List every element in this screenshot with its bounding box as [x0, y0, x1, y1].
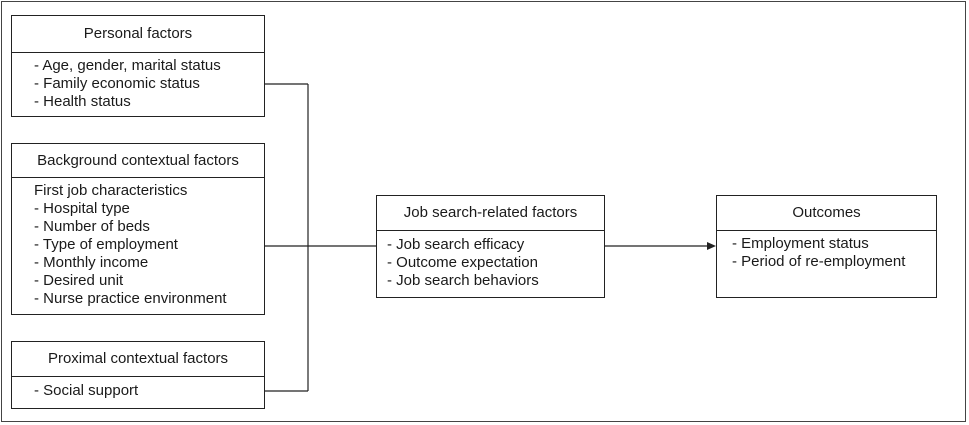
list-item: - Social support [34, 382, 139, 399]
arrow-head-icon [707, 242, 716, 250]
background-factors-box: Background contextual factors First job … [11, 143, 265, 315]
list-item: - Period of re-employment [732, 253, 906, 270]
background-factors-title: Background contextual factors [12, 144, 264, 178]
personal-factors-title: Personal factors [12, 16, 264, 53]
list-item: - Number of beds [34, 218, 150, 235]
list-item: - Monthly income [34, 254, 149, 271]
background-factors-list: First job characteristics - Hospital typ… [12, 178, 264, 308]
outcomes-title: Outcomes [717, 196, 936, 231]
list-item: - Family economic status [34, 75, 200, 92]
outcomes-list: - Employment status - Period of re-emplo… [717, 231, 936, 271]
personal-factors-box: Personal factors - Age, gender, marital … [11, 15, 265, 117]
list-item: First job characteristics [34, 182, 188, 199]
list-item: - Hospital type [34, 200, 130, 217]
list-item: - Health status [34, 93, 131, 110]
proximal-factors-list: - Social support [12, 377, 264, 400]
outcomes-box: Outcomes - Employment status - Period of… [716, 195, 937, 298]
list-item: - Nurse practice environment [34, 290, 227, 307]
list-item: - Desired unit [34, 272, 124, 289]
job-search-factors-list: - Job search efficacy - Outcome expectat… [377, 231, 604, 290]
job-search-factors-box: Job search-related factors - Job search … [376, 195, 605, 298]
list-item: - Job search behaviors [387, 272, 539, 289]
list-item: - Outcome expectation [387, 254, 538, 271]
list-item: - Type of employment [34, 236, 178, 253]
list-item: - Employment status [732, 235, 869, 252]
proximal-factors-title: Proximal contextual factors [12, 342, 264, 377]
job-search-factors-title: Job search-related factors [377, 196, 604, 231]
personal-factors-list: - Age, gender, marital status - Family e… [12, 53, 264, 111]
proximal-factors-box: Proximal contextual factors - Social sup… [11, 341, 265, 409]
list-item: - Age, gender, marital status [34, 57, 221, 74]
list-item: - Job search efficacy [387, 236, 525, 253]
